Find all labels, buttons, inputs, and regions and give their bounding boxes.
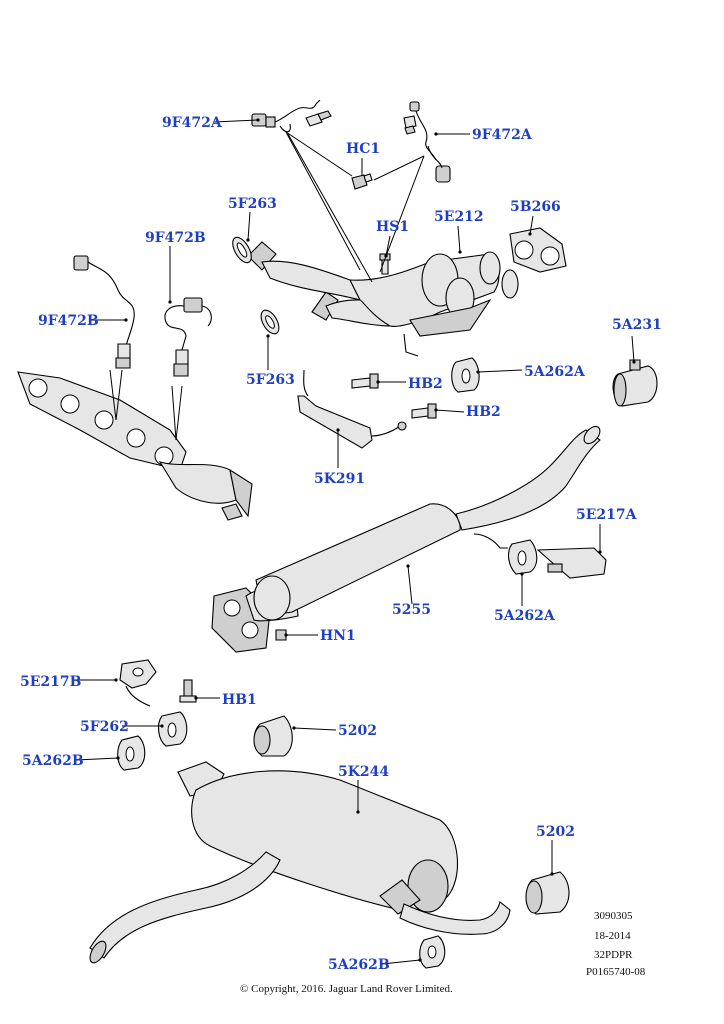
label-5e217a: 5E217A <box>576 507 638 523</box>
label-9f472a-top-right: 9F472A <box>472 127 533 143</box>
copyright-text: © Copyright, 2016. Jaguar Land Rover Lim… <box>240 983 453 995</box>
label-5f262: 5F262 <box>80 719 129 735</box>
hb1-bolt <box>179 679 197 703</box>
label-5a231: 5A231 <box>612 317 662 333</box>
clamp-5202-right <box>525 871 570 915</box>
reference-line-2: 18-2014 <box>594 930 631 942</box>
label-9f472a-top-left: 9F472A <box>162 115 223 131</box>
bracket-5e217b <box>119 659 157 707</box>
label-9f472b-upper: 9F472B <box>145 230 206 246</box>
leader-lines <box>74 119 635 965</box>
label-5e217b: 5E217B <box>20 674 82 690</box>
left-oxygen-sensor-upper <box>73 255 135 369</box>
label-5255: 5255 <box>392 602 431 618</box>
bracket-5k291 <box>297 369 407 449</box>
label-5202-top: 5202 <box>338 723 377 739</box>
label-5e212: 5E212 <box>434 209 484 225</box>
label-5a262a-top: 5A262A <box>524 364 586 380</box>
label-5a262b-bottom: 5A262B <box>328 957 390 973</box>
label-5202-right: 5202 <box>536 824 575 840</box>
gasket-5f263-bottom <box>260 309 280 335</box>
label-hs1: HS1 <box>376 219 409 235</box>
reference-line-3: 32PDPR <box>594 949 633 961</box>
clamp-5202-top <box>253 715 293 757</box>
bracket-5e217a <box>536 547 607 579</box>
exhaust-manifold-left <box>17 371 253 521</box>
left-oxygen-sensor-lower <box>164 297 212 377</box>
gasket-5b266 <box>509 227 567 273</box>
label-hb2-upper: HB2 <box>408 376 443 392</box>
label-hn1: HN1 <box>320 628 356 644</box>
label-5f263-top: 5F263 <box>228 196 277 212</box>
label-5a262a-mid: 5A262A <box>494 608 556 624</box>
label-5f263-bottom: 5F263 <box>246 372 295 388</box>
leader-dots <box>114 118 636 962</box>
resonator-5a231 <box>612 359 658 407</box>
intermediate-pipe-5255 <box>211 425 601 653</box>
label-5a262b-left: 5A262B <box>22 753 84 769</box>
mount-5a262a-top <box>451 357 480 393</box>
label-hb1: HB1 <box>222 692 257 708</box>
mount-5a262b-left <box>117 735 146 771</box>
label-hb2-lower: HB2 <box>466 404 501 420</box>
label-hc1: HC1 <box>346 141 380 157</box>
top-oxygen-sensor-left <box>251 99 332 133</box>
label-5k291: 5K291 <box>314 471 365 487</box>
clamp-5f262 <box>157 711 188 747</box>
hc1-clip <box>351 173 373 190</box>
hb2-bolt-lower <box>411 403 437 419</box>
gasket-5f263-top <box>232 236 252 264</box>
mount-5a262b-bottom <box>419 935 446 969</box>
label-5k244: 5K244 <box>338 764 389 780</box>
hn1-nut <box>275 629 287 641</box>
rear-muffler-5k244 <box>89 761 511 964</box>
front-downpipe-catalysts <box>247 241 519 357</box>
mount-5a262a-mid <box>507 539 538 575</box>
label-5b266: 5B266 <box>510 199 561 215</box>
top-oxygen-sensor-right <box>403 101 451 183</box>
label-9f472b-lower: 9F472B <box>38 313 99 329</box>
reference-line-4: P0165740-08 <box>586 966 646 978</box>
reference-line-1: 3090305 <box>594 910 633 922</box>
hb2-bolt-upper <box>351 373 379 389</box>
